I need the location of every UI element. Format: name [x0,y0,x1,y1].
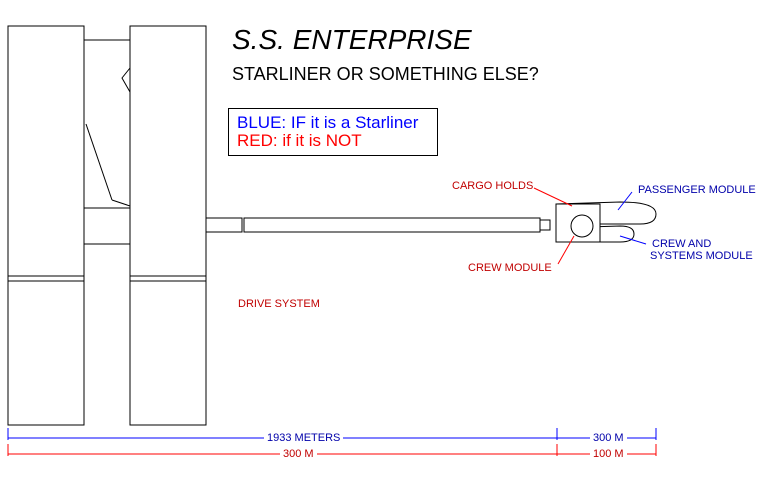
right-pod-upper [129,25,207,277]
left-pod-upper-base [7,275,85,282]
diagram-title: S.S. ENTERPRISE [232,24,472,55]
crew-module [570,214,594,238]
label-systems-module: SYSTEMS MODULE [650,250,753,262]
legend-red: RED: if it is NOT [237,131,362,150]
red-dimension-lines [7,444,657,456]
label-crew-module: CREW MODULE [468,262,552,274]
label-cargo-holds: CARGO HOLDS [452,180,534,192]
legend-blue: BLUE: IF it is a Starliner [237,113,419,132]
dim-blue-front: 300 M [590,432,627,444]
dim-red-main: 300 M [280,448,317,460]
label-crew-and: CREW AND [652,238,712,250]
spine-neck [205,217,243,233]
spine-main [243,217,541,233]
diagram-subtitle: STARLINER OR SOMETHING ELSE? [232,64,539,84]
dim-blue-main: 1933 METERS [264,432,344,444]
right-pod-upper-base [129,275,207,282]
right-pod-lower [129,280,207,426]
spine-joint [539,219,551,231]
label-drive-system: DRIVE SYSTEM [238,298,320,310]
left-pod-upper [7,25,85,277]
label-passenger-module: PASSENGER MODULE [638,184,756,196]
left-pod-lower [7,280,85,426]
dim-red-front: 100 M [590,448,627,460]
legend-box: BLUE: IF it is a Starliner RED: if it is… [228,108,438,156]
